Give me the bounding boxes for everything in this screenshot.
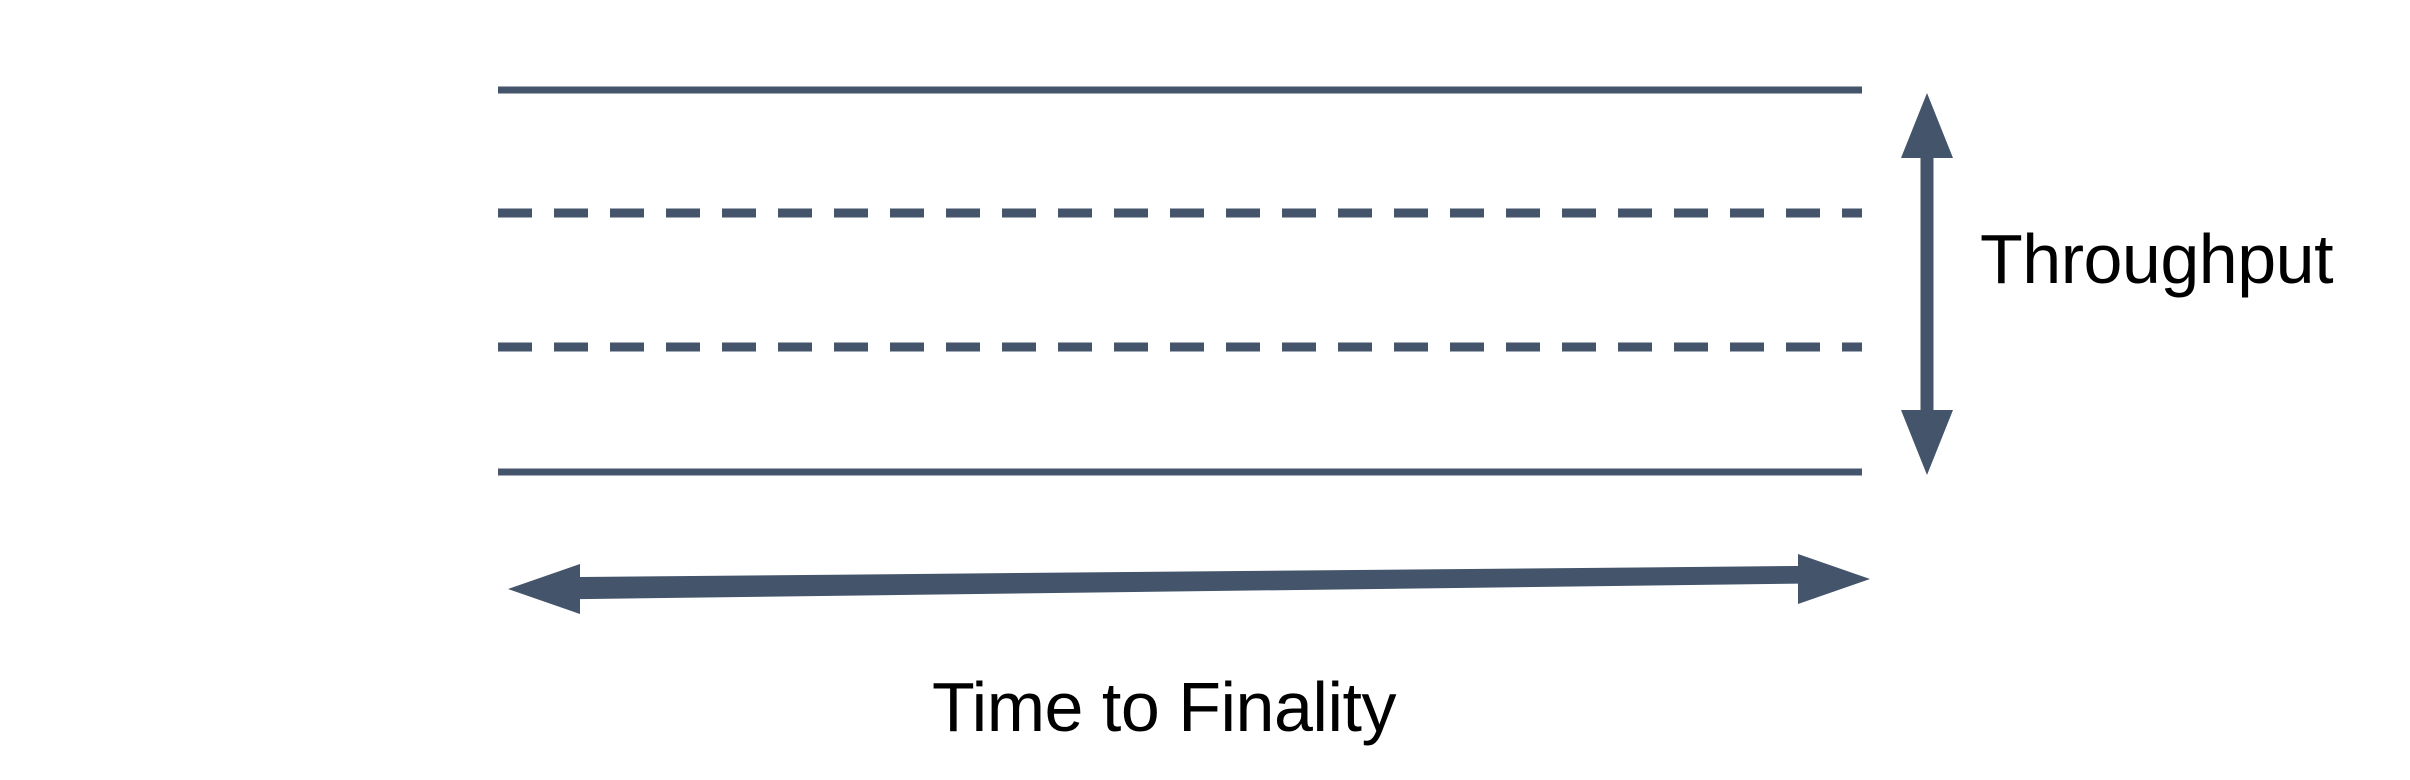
time-to-finality-axis-arrow [508,554,1870,614]
throughput-arrow-head-down [1901,410,1953,475]
time-arrow-head-left [508,564,580,614]
time-arrow-shaft [580,566,1798,600]
throughput-axis-arrow [1901,93,1953,475]
time-arrow-head-right [1798,554,1870,604]
throughput-arrow-head-up [1901,93,1953,158]
throughput-axis-label: Throughput [1980,220,2334,298]
time-to-finality-axis-label: Time to Finality [932,668,1396,746]
